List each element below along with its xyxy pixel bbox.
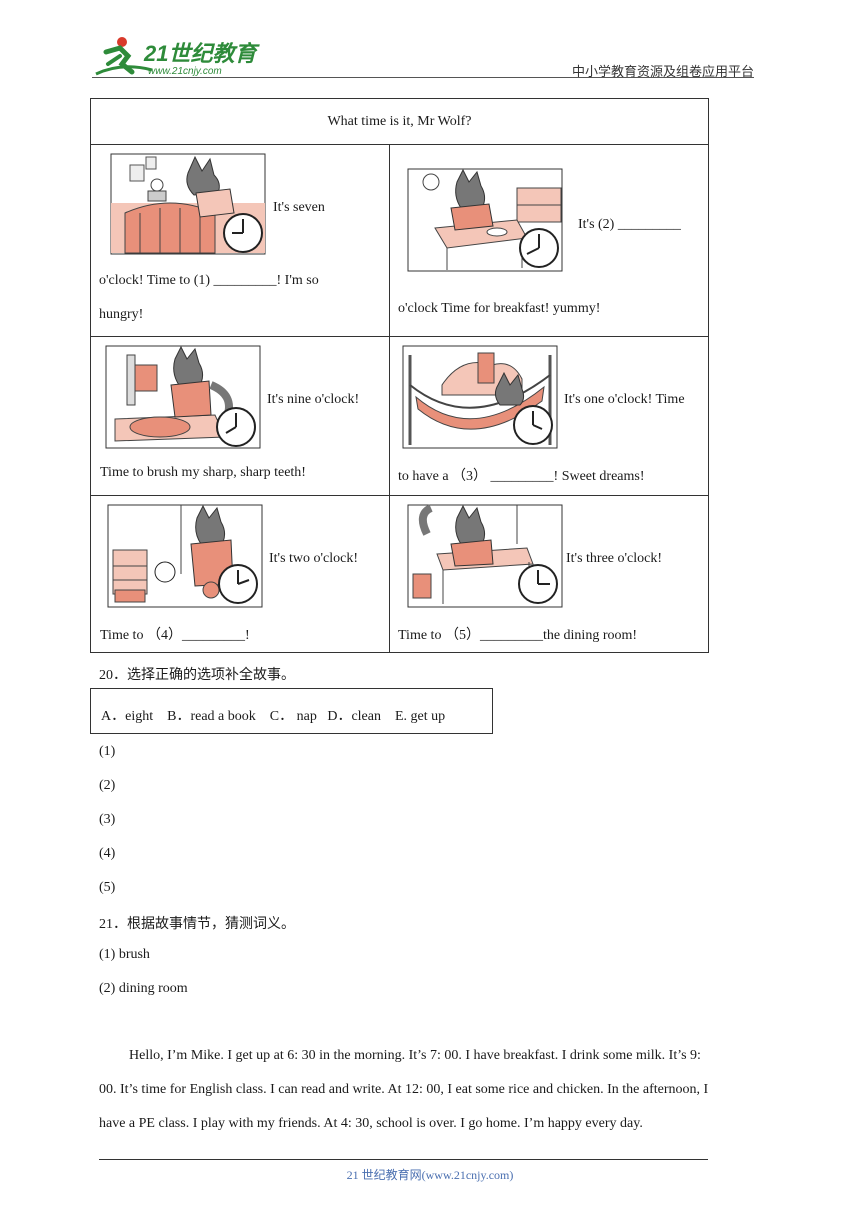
cell-5-side-text: It's two o'clock! — [269, 551, 359, 566]
cell-2-line-2: o'clock Time for breakfast! yummy! — [398, 301, 601, 316]
answer-blank-4: (4) — [99, 846, 116, 861]
cell-3-line-2: Time to brush my sharp, sharp teeth! — [100, 465, 306, 480]
column-divider — [389, 145, 390, 653]
platform-name: 中小学教育资源及组卷应用平台 — [571, 64, 754, 79]
question-20-title: 20．选择正确的选项补全故事。 — [99, 668, 295, 683]
option-b: B．read a book — [167, 709, 256, 724]
passage-line-2: 00. It’s time for English class. I can r… — [99, 1082, 709, 1097]
cell-4-side-text: It's one o'clock! Time — [564, 392, 685, 407]
q21-item-1: (1) brush — [99, 947, 150, 962]
cell-6-line-2: Time to （5）_________the dining room! — [398, 628, 638, 643]
answer-blank-1: (1) — [99, 744, 116, 759]
option-c: C． nap — [269, 709, 317, 724]
passage-line-1: Hello, I’m Mike. I get up at 6: 30 in th… — [129, 1048, 701, 1063]
story-table: What time is it, Mr Wolf? It's seven o'c… — [90, 98, 709, 653]
question-21-title: 21．根据故事情节，猜测词义。 — [99, 917, 295, 932]
wolf-toys-illustration — [107, 504, 263, 608]
svg-text:21世纪教育: 21世纪教育 — [143, 41, 260, 66]
passage-line-3: have a PE class. I play with my friends.… — [99, 1116, 643, 1131]
header-divider — [92, 77, 754, 78]
wolf-cleaning-table-illustration — [407, 504, 563, 608]
option-d: D．clean — [327, 709, 381, 724]
cell-2-side-text: It's (2) _________ — [578, 217, 681, 232]
row-divider — [91, 336, 708, 337]
wolf-waking-up-illustration — [110, 153, 266, 255]
option-a: A．eight — [101, 709, 154, 724]
wolf-hammock-nap-illustration — [402, 345, 558, 449]
cell-3-side-text: It's nine o'clock! — [267, 392, 360, 407]
footer-text: 21 世纪教育网(www.21cnjy.com) — [346, 1168, 514, 1182]
site-logo: 21世纪教育 www.21cnjy.com — [92, 34, 262, 78]
runner-icon: 21世纪教育 www.21cnjy.com — [95, 37, 260, 77]
answer-blank-3: (3) — [99, 812, 116, 827]
footer-divider — [99, 1159, 708, 1160]
story-title-row: What time is it, Mr Wolf? — [91, 99, 708, 145]
options-box: A．eight B．read a book C． nap D．clean E. … — [90, 688, 493, 734]
option-e: E. get up — [394, 709, 446, 724]
answer-blank-5: (5) — [99, 880, 116, 895]
cell-1-line-3: hungry! — [99, 307, 144, 322]
story-title: What time is it, Mr Wolf? — [327, 114, 472, 129]
options-list: A．eight B．read a book C． nap D．clean E. … — [101, 705, 445, 725]
row-divider — [91, 495, 708, 496]
svg-text:www.21cnjy.com: www.21cnjy.com — [148, 66, 222, 77]
wolf-breakfast-illustration — [407, 168, 563, 272]
cell-4-line-2: to have a （3） _________! Sweet dreams! — [398, 469, 645, 484]
cell-6-side-text: It's three o'clock! — [566, 551, 663, 566]
wolf-brushing-teeth-illustration — [105, 345, 261, 449]
cell-5-line-2: Time to （4）_________! — [100, 628, 250, 643]
q21-item-2: (2) dining room — [99, 981, 188, 996]
answer-blank-2: (2) — [99, 778, 116, 793]
cell-1-line-2: o'clock! Time to (1) _________! I'm so — [99, 273, 319, 288]
cell-1-side-text: It's seven — [273, 200, 325, 215]
